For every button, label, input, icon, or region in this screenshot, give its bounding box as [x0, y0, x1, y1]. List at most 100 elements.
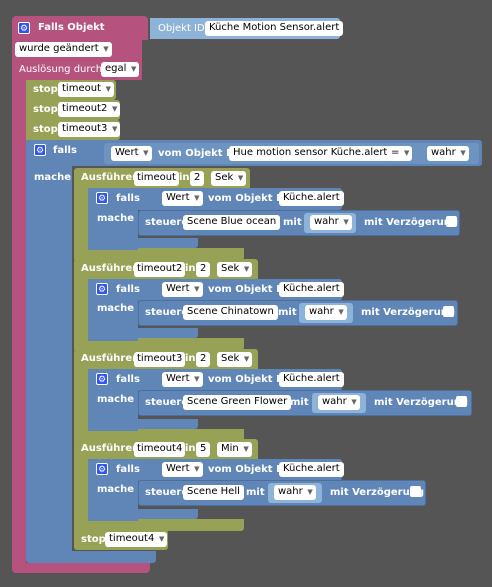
value-dropdown[interactable]: Wert▼: [162, 191, 203, 206]
inner-if-block[interactable]: [88, 279, 342, 301]
inner-if-bottom: [88, 238, 198, 248]
gear-icon[interactable]: ⚙: [96, 373, 108, 385]
trigger-block-top[interactable]: [12, 16, 148, 40]
scene-target-field[interactable]: Scene Hell: [183, 485, 244, 500]
set-value-dropdown[interactable]: wahr▼: [310, 215, 352, 230]
value-dropdown[interactable]: Wert▼: [162, 462, 203, 477]
value-dropdown[interactable]: Wert▼: [162, 372, 203, 387]
inner-do-label: mache: [97, 394, 134, 405]
in-label: in: [185, 443, 196, 454]
scene-target-field[interactable]: Scene Chinatown: [183, 305, 278, 320]
gear-icon[interactable]: ⚙: [96, 283, 108, 295]
gear-icon[interactable]: ⚙: [18, 22, 30, 34]
value-dropdown[interactable]: Wert▼: [162, 282, 203, 297]
stop-label: stop: [33, 124, 58, 135]
unit-dropdown[interactable]: Sek▼: [217, 262, 253, 277]
from-object-label: vom Objekt ID: [208, 284, 289, 295]
timeout-bottom: [74, 429, 244, 441]
stop-timer-dropdown[interactable]: timeout2▼: [58, 102, 121, 117]
delay-field[interactable]: 2: [190, 171, 205, 186]
inner-if-label: falls: [116, 284, 140, 295]
unit-dropdown[interactable]: Min▼: [217, 442, 252, 457]
control-label: steuere: [145, 397, 189, 408]
inner-do-label: mache: [97, 484, 134, 495]
object-id-field[interactable]: Küche.alert: [279, 282, 344, 297]
timeout-spine: [74, 188, 88, 260]
gear-icon[interactable]: ⚙: [34, 144, 46, 156]
timer-name-field[interactable]: timeout: [134, 171, 179, 186]
trigger-by-dropdown[interactable]: egal▼: [101, 62, 140, 77]
inner-if-block[interactable]: [88, 369, 342, 391]
gear-icon[interactable]: ⚙: [96, 463, 108, 475]
control-label: steuere: [145, 487, 189, 498]
object-id-field[interactable]: Küche.alert: [279, 372, 344, 387]
chevron-down-icon: ▼: [143, 149, 149, 157]
operator-dropdown[interactable]: =▼: [387, 146, 413, 161]
timer-name-field[interactable]: timeout2: [134, 262, 186, 277]
delay-checkbox[interactable]: [446, 216, 457, 227]
delay-checkbox[interactable]: [410, 486, 421, 497]
object-id-field[interactable]: Küche.alert: [279, 191, 344, 206]
in-label: in: [185, 353, 196, 364]
delay-checkbox[interactable]: [443, 306, 454, 317]
stop-timer-dropdown[interactable]: timeout3▼: [58, 122, 121, 137]
unit-dropdown[interactable]: Sek▼: [211, 171, 247, 186]
unit-dropdown[interactable]: Sek▼: [217, 352, 253, 367]
stop-timer-dropdown[interactable]: timeout4▼: [105, 532, 168, 547]
set-value-dropdown[interactable]: wahr▼: [318, 395, 360, 410]
scene-target-field[interactable]: Scene Green Flower: [183, 395, 292, 410]
chevron-down-icon: ▼: [307, 488, 313, 496]
timeout-spine: [74, 369, 88, 441]
delay-field[interactable]: 2: [196, 262, 211, 277]
timeout-bottom: [74, 519, 244, 531]
delay-field[interactable]: 2: [196, 352, 211, 367]
with-label: mit: [283, 217, 302, 228]
chevron-down-icon: ▼: [103, 45, 109, 53]
compare-value-dropdown[interactable]: wahr▼: [427, 146, 469, 161]
main-if-do-area: [26, 166, 72, 551]
gear-icon[interactable]: ⚙: [96, 192, 108, 204]
from-object-label: vom Objekt ID: [208, 193, 289, 204]
chevron-down-icon: ▼: [194, 375, 200, 383]
delay-field[interactable]: 5: [196, 442, 211, 457]
delay-checkbox[interactable]: [456, 396, 467, 407]
chevron-down-icon: ▼: [243, 355, 250, 363]
in-label: in: [185, 263, 196, 274]
chevron-down-icon: ▼: [338, 308, 344, 316]
trigger-by-label: Auslösung durch: [19, 64, 103, 75]
main-if-bottom: [26, 551, 156, 563]
timeout-spine: [74, 279, 88, 350]
control-label: steuere: [145, 217, 189, 228]
inner-if-label: falls: [116, 464, 140, 475]
delay-label: mit Verzögerung: [374, 397, 468, 408]
timeout-bottom: [74, 248, 244, 260]
inner-if-block[interactable]: [88, 188, 342, 210]
from-object-label: vom Objekt ID: [208, 464, 289, 475]
timer-name-field[interactable]: timeout3: [134, 352, 186, 367]
trigger-block-bottom: [12, 563, 150, 573]
object-id-label: Objekt ID: [158, 23, 205, 34]
timer-name-field[interactable]: timeout4: [134, 442, 186, 457]
chevron-down-icon: ▼: [194, 285, 200, 293]
with-label: mit: [290, 397, 309, 408]
main-if-label: falls: [53, 145, 77, 156]
inner-if-block[interactable]: [88, 459, 342, 481]
value-dropdown[interactable]: Wert▼: [111, 146, 152, 161]
set-value-dropdown[interactable]: wahr▼: [305, 305, 347, 320]
inner-do-label: mache: [97, 303, 134, 314]
event-dropdown[interactable]: wurde geändert▼: [15, 42, 112, 57]
timeout-bottom: [74, 338, 244, 350]
inner-if-label: falls: [116, 374, 140, 385]
delay-label: mit Verzögerung: [361, 307, 455, 318]
object-id-field[interactable]: Küche.alert: [279, 462, 344, 477]
object-id-field[interactable]: Küche Motion Sensor.alert: [205, 21, 344, 36]
set-value-dropdown[interactable]: wahr▼: [274, 485, 316, 500]
inner-if-bottom: [88, 419, 198, 429]
inner-if-bottom: [88, 509, 198, 519]
with-label: mit: [246, 487, 265, 498]
object-id-field[interactable]: Hue motion sensor Küche.alert: [229, 146, 392, 161]
scene-target-field[interactable]: Scene Blue ocean: [183, 215, 281, 230]
exec-label: Ausführen: [81, 263, 140, 274]
stop-timer-dropdown[interactable]: timeout▼: [58, 82, 114, 97]
chevron-down-icon: ▼: [194, 465, 200, 473]
